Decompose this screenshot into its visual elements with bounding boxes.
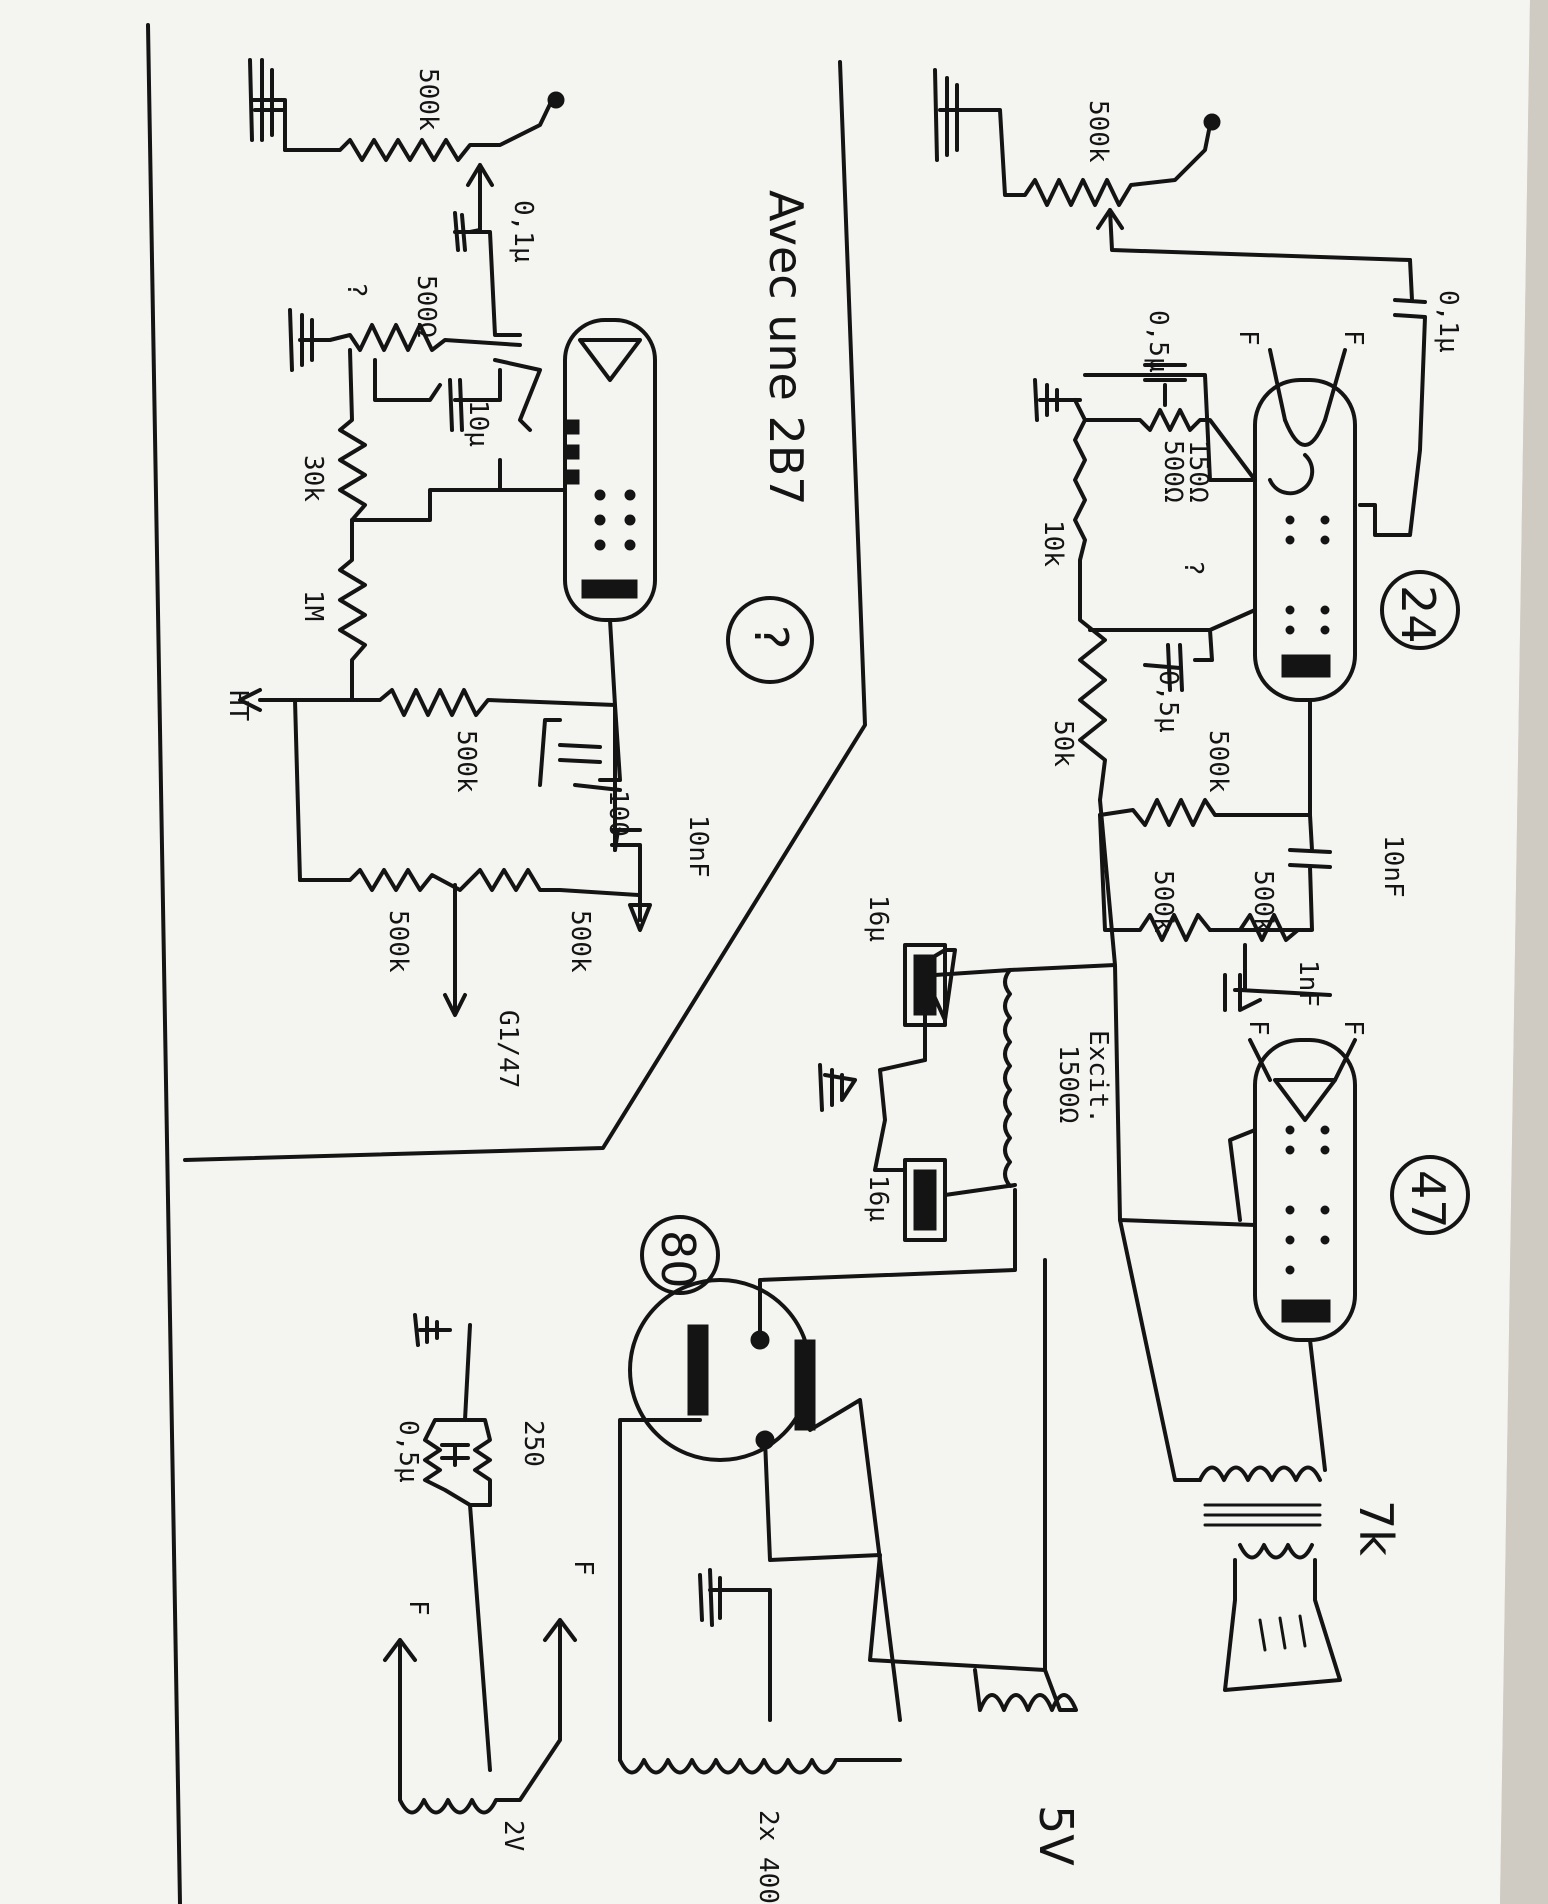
lbl-r-excit: Excit. bbox=[1083, 1030, 1113, 1124]
lbl-r-cap05b: 0,5µ bbox=[1153, 670, 1183, 733]
lbl-r-500-note: ? bbox=[1178, 560, 1208, 576]
lbl-left-cap100: 100 bbox=[603, 790, 633, 837]
lbl-r-500k-a: 500k bbox=[1203, 730, 1233, 793]
fabric-edge bbox=[1500, 0, 1548, 1904]
lbl-r-cap-in: 0,1µ bbox=[1433, 290, 1463, 353]
lbl-r-cap05c: 0,5µ bbox=[393, 1420, 423, 1483]
left-heading: Avec une 2B7 bbox=[759, 190, 813, 506]
lbl-left-30k: 30k bbox=[298, 455, 328, 502]
lbl-r-2x400: 2x 400 bbox=[753, 1810, 783, 1904]
lbl-left-cathode-note: ? bbox=[341, 282, 371, 298]
lbl-left-cap-in: 0,1µ bbox=[508, 200, 538, 263]
lbl-r-pot: 500k bbox=[1083, 100, 1113, 163]
lbl-r-5v: 5V bbox=[1029, 1805, 1083, 1866]
lbl-left-ht: HT bbox=[223, 690, 253, 722]
right-labels: 24 47 80 500k 0,1µ 0,5µ 150Ω 500Ω ? 10k … bbox=[393, 100, 1470, 1904]
lbl-r-cap16a: 16µ bbox=[863, 895, 893, 942]
tube-24-circle bbox=[1380, 570, 1460, 650]
lbl-r-500k-b: 500k bbox=[1248, 870, 1278, 933]
lbl-r-cap05: 0,5µ bbox=[1143, 310, 1173, 373]
lbl-r-fil-f1: F bbox=[568, 1560, 598, 1576]
lbl-r-1nf: 1nF bbox=[1293, 960, 1323, 1007]
lbl-r-50k: 50k bbox=[1048, 720, 1078, 767]
lbl-r-250: 250 bbox=[518, 1420, 548, 1467]
lbl-left-10nf: 10nF bbox=[683, 815, 713, 878]
lbl-left-500k-plate: 500k bbox=[451, 730, 481, 793]
left-2b7-circuit bbox=[238, 58, 657, 1017]
lbl-left-div-b: 500k bbox=[383, 910, 413, 973]
lbl-r-cap16b: 16µ bbox=[863, 1175, 893, 1222]
lbl-left-g1-47: G1/47 bbox=[493, 1010, 523, 1088]
lbl-left-div-a: 500k bbox=[565, 910, 595, 973]
tube-80-circle bbox=[640, 1215, 720, 1295]
right-circuit bbox=[383, 68, 1427, 1815]
tube-47-circle bbox=[1390, 1155, 1470, 1235]
lbl-r-excit-r: 1500Ω bbox=[1053, 1045, 1083, 1123]
left-labels: 500k 0,1µ 500Ω ? 10µ 30k 1M 500k 100 10n… bbox=[223, 68, 814, 1088]
lbl-r-f4: F bbox=[1338, 1020, 1368, 1036]
tube-47-label: 47 bbox=[1401, 1170, 1455, 1229]
tube-24-label: 24 bbox=[1391, 585, 1445, 644]
tube-80-label: 80 bbox=[651, 1230, 705, 1289]
lbl-r-10nf: 10nF bbox=[1378, 835, 1408, 898]
lbl-left-cathode-res: 500Ω bbox=[411, 275, 441, 338]
heading-question-circle bbox=[726, 596, 814, 684]
lbl-r-500: 500Ω bbox=[1158, 440, 1188, 503]
lbl-r-f2: F bbox=[1338, 330, 1368, 346]
lbl-r-f3: F bbox=[1243, 1020, 1273, 1036]
lbl-r-fil-f2: F bbox=[403, 1600, 433, 1616]
lbl-left-1m: 1M bbox=[298, 590, 328, 621]
lbl-r-10k: 10k bbox=[1038, 520, 1068, 567]
lbl-left-pot: 500k bbox=[413, 68, 443, 131]
lbl-left-cathode-cap: 10µ bbox=[463, 400, 493, 447]
divider-lines bbox=[146, 23, 867, 1904]
lbl-r-150: 150Ω bbox=[1183, 440, 1213, 503]
lbl-r-out-tr: 7k bbox=[1349, 1500, 1403, 1556]
lbl-r-f1: F bbox=[1233, 330, 1263, 346]
lbl-r-500k-c: 500k bbox=[1148, 870, 1178, 933]
lbl-r-2v: 2V bbox=[498, 1820, 528, 1851]
heading-question: ? bbox=[744, 625, 798, 649]
